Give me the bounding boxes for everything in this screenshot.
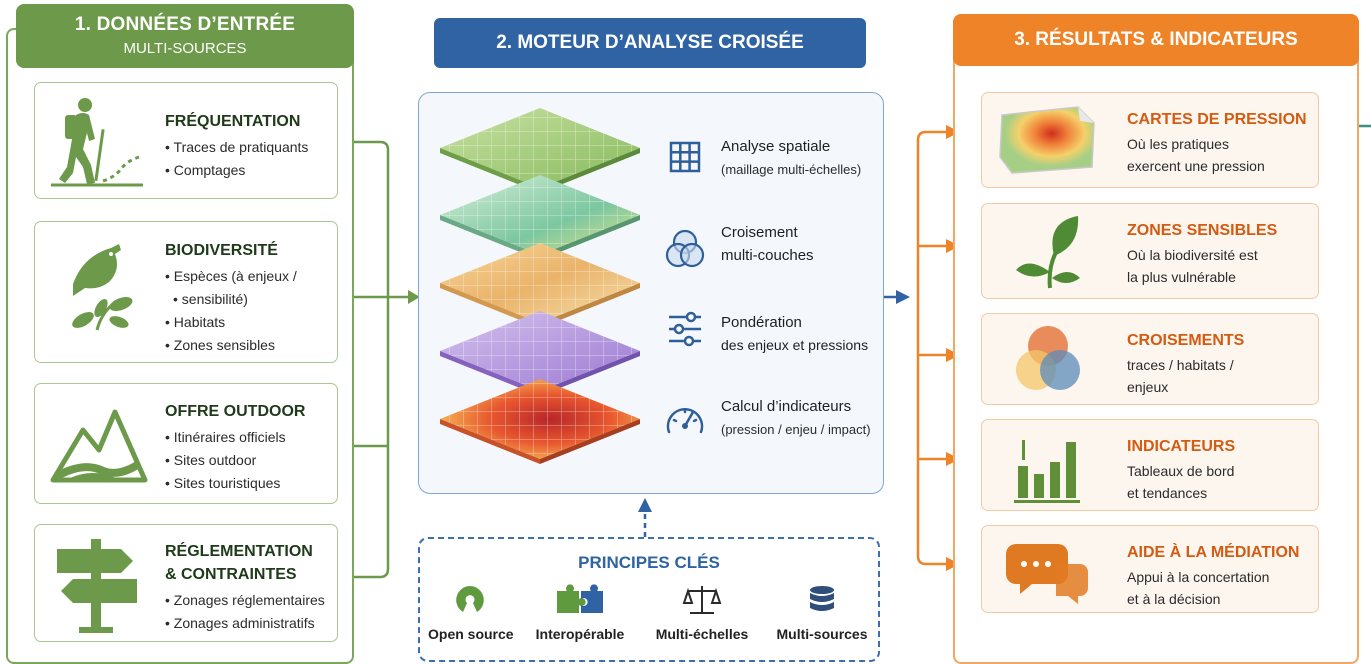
engine-panel: Analyse spatiale (maillage multi-échelle…: [418, 92, 884, 494]
principle-multi-sources: Multi-sources: [772, 583, 872, 642]
output-card-title: AIDE À LA MÉDIATION: [1127, 544, 1300, 561]
hiker-icon: [43, 87, 153, 197]
principle-label: Multi-sources: [776, 626, 868, 642]
output-card-line2: et tendances: [1127, 485, 1208, 501]
inputs-header-title: 1. DONNÉES D’ENTRÉE: [74, 14, 296, 35]
engine-row-subtitle: des enjeux et pressions: [721, 337, 869, 353]
output-card-croisements: CROISEMENTS traces / habitats / enjeux: [981, 313, 1319, 405]
output-card-line1: Où la biodiversité est: [1127, 247, 1258, 263]
output-card-zones-sensibles: ZONES SENSIBLES Où la biodiversité est l…: [981, 203, 1319, 299]
output-card-line2: enjeux: [1127, 379, 1169, 395]
list-item: Sites touristiques: [165, 472, 286, 495]
signpost-icon: [43, 529, 153, 639]
list-item: Zonages administratifs: [165, 612, 325, 635]
engine-row-subtitle: multi-couches: [721, 247, 814, 264]
sliders-icon: [665, 309, 705, 349]
input-card-title: BIODIVERSITÉ: [165, 242, 278, 259]
plant-icon: [996, 212, 1100, 292]
list-item: Sites outdoor: [165, 449, 286, 472]
output-card-line2: la plus vulnérable: [1127, 269, 1236, 285]
output-card-title: ZONES SENSIBLES: [1127, 222, 1278, 239]
puzzle-icon: [553, 583, 607, 622]
engine-row-title: Pondération: [721, 314, 802, 331]
outputs-header: 3. RÉSULTATS & INDICATEURS: [953, 14, 1359, 66]
speech-bubbles-icon: [996, 530, 1100, 610]
output-card-cartes-pression: CARTES DE PRESSION Où les pratiques exer…: [981, 92, 1319, 188]
output-card-title: INDICATEURS: [1127, 438, 1236, 455]
gauge-icon: [663, 398, 704, 438]
output-card-line1: Où les pratiques: [1127, 136, 1229, 152]
open-source-icon: [453, 583, 487, 622]
engine-header: 2. MOTEUR D’ANALYSE CROISÉE: [434, 18, 866, 68]
output-card-title: CROISEMENTS: [1127, 332, 1245, 349]
engine-row-title: Croisement: [721, 224, 798, 241]
output-card-line2: et à la décision: [1127, 591, 1221, 607]
output-card-indicateurs: INDICATEURS Tableaux de bord et tendance…: [981, 419, 1319, 511]
list-item: Itinéraires officiels: [165, 426, 286, 449]
output-card-title: CARTES DE PRESSION: [1127, 111, 1307, 128]
inputs-header-subtitle: MULTI-SOURCES: [123, 40, 247, 57]
principle-label: Multi-échelles: [655, 626, 749, 642]
grid-icon: [665, 137, 705, 177]
principle-multi-echelles: Multi-échelles: [652, 583, 752, 642]
input-card-offre-outdoor: OFFRE OUTDOOR Itinéraires officiels Site…: [34, 383, 338, 504]
list-item: Habitats: [165, 311, 297, 334]
output-card-mediation: AIDE À LA MÉDIATION Appui à la concertat…: [981, 525, 1319, 613]
input-card-title: OFFRE OUTDOOR: [165, 403, 306, 420]
mountain-trail-icon: [43, 390, 153, 500]
principle-label: Interopérable: [535, 626, 625, 642]
list-item: sensibilité): [165, 288, 297, 311]
list-item: Espèces (à enjeux /: [165, 265, 297, 288]
stacked-map-layers-icon: [435, 103, 645, 488]
overlap-circles-icon: [996, 320, 1100, 400]
principle-open-source: Open source: [428, 583, 514, 642]
engine-row-title: Calcul d’indicateurs: [721, 398, 852, 415]
output-card-line1: traces / habitats /: [1127, 357, 1234, 373]
list-item: Traces de pratiquants: [165, 136, 309, 159]
input-card-biodiversite: BIODIVERSITÉ Espèces (à enjeux / sensibi…: [34, 221, 338, 363]
bar-chart-icon: [996, 426, 1100, 506]
list-item: Zones sensibles: [165, 334, 297, 357]
bird-leaves-icon: [43, 234, 153, 344]
principle-interoperable: Interopérable: [532, 583, 628, 642]
principles-title: PRINCIPES CLÉS: [578, 553, 720, 572]
list-item: Zonages réglementaires: [165, 589, 325, 612]
database-icon: [805, 583, 839, 622]
input-card-reglementation: RÉGLEMENTATION & CONTRAINTES Zonages rég…: [34, 524, 338, 642]
principle-label: Open source: [428, 626, 514, 642]
inputs-header: 1. DONNÉES D’ENTRÉE MULTI-SOURCES: [16, 4, 354, 68]
scales-icon: [682, 583, 722, 622]
list-item: Comptages: [165, 159, 308, 182]
engine-row-subtitle: (maillage multi-échelles): [721, 162, 862, 177]
output-card-line1: Appui à la concertation: [1127, 569, 1270, 585]
input-card-title: RÉGLEMENTATION: [165, 543, 313, 560]
principles-box: PRINCIPES CLÉS Open source Interopérable…: [418, 537, 880, 662]
venn-icon: [663, 227, 705, 268]
output-card-line2: exercent une pression: [1127, 158, 1265, 174]
input-card-title-2: & CONTRAINTES: [165, 566, 297, 583]
input-card-frequentation: FRÉQUENTATION Traces de pratiquants Comp…: [34, 82, 338, 199]
output-card-line1: Tableaux de bord: [1127, 463, 1235, 479]
engine-row-subtitle: (pression / enjeu / impact): [721, 422, 871, 437]
input-card-title: FRÉQUENTATION: [165, 113, 301, 130]
engine-row-title: Analyse spatiale: [721, 138, 831, 155]
heatmap-icon: [996, 101, 1100, 181]
